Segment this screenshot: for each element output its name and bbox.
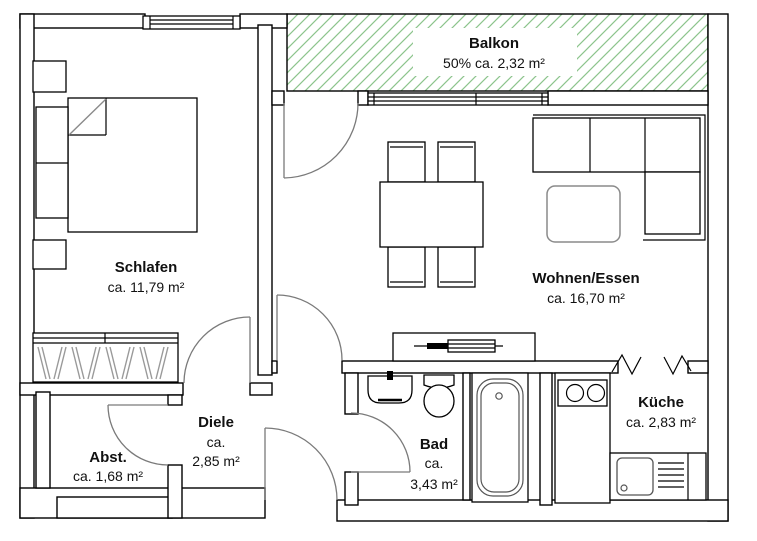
bedroom-cabinets [32,60,69,270]
balcony [286,13,709,92]
bed [67,97,198,233]
balcony-label-backplate [413,28,577,76]
diele-area-2: 2,85 m² [192,453,240,469]
coffee-table [546,185,621,243]
room-labels: Balkon 50% ca. 2,32 m² Schlafen ca. 11,7… [73,35,696,492]
sideboard-tv [392,332,536,362]
walls [19,13,729,522]
kitchen-counter-bottom [609,452,707,501]
bathroom-door [350,412,411,473]
balcony-door [283,102,359,179]
diele-area-1: ca. [207,434,226,450]
drain [495,392,503,400]
cooktop [557,379,608,407]
schlafen-area: ca. 11,79 m² [108,279,185,295]
living-room-window [367,92,549,106]
wohnen-area: ca. 16,70 m² [547,290,625,306]
drainboard [658,462,684,488]
chair [387,246,426,288]
dining-table [379,141,484,288]
kitchen-counter-left [554,372,611,504]
wall-break-marks [611,353,692,376]
kueche-label: Küche [638,394,684,411]
bathtub [471,372,529,503]
bedroom-door [183,316,251,384]
bad-area-2: 3,43 m² [410,476,458,492]
bedroom-window [142,15,241,30]
tv-remote [427,343,448,349]
abst-area: ca. 1,68 m² [73,468,143,484]
wohnen-label: Wohnen/Essen [532,270,639,287]
toilet [423,374,455,418]
kueche-area: ca. 2,83 m² [626,414,696,430]
washbasin [367,371,413,404]
living-room-door [276,294,343,361]
abst-label: Abst. [89,449,127,466]
balkon-label: Balkon [469,35,519,52]
bad-label: Bad [420,436,448,453]
storage-room-door [107,404,169,466]
sofa [532,114,706,241]
duct [35,391,51,489]
chair [387,141,426,183]
schlafen-label: Schlafen [115,259,178,276]
balkon-area: 50% ca. 2,32 m² [443,55,545,71]
bad-area-1: ca. [425,455,444,471]
diele-label: Diele [198,414,234,431]
kitchen-sink [616,457,654,496]
chair [437,141,476,183]
wardrobe-clothes [32,332,179,383]
drain [620,484,628,492]
entrance-door [264,427,338,501]
chair [437,246,476,288]
